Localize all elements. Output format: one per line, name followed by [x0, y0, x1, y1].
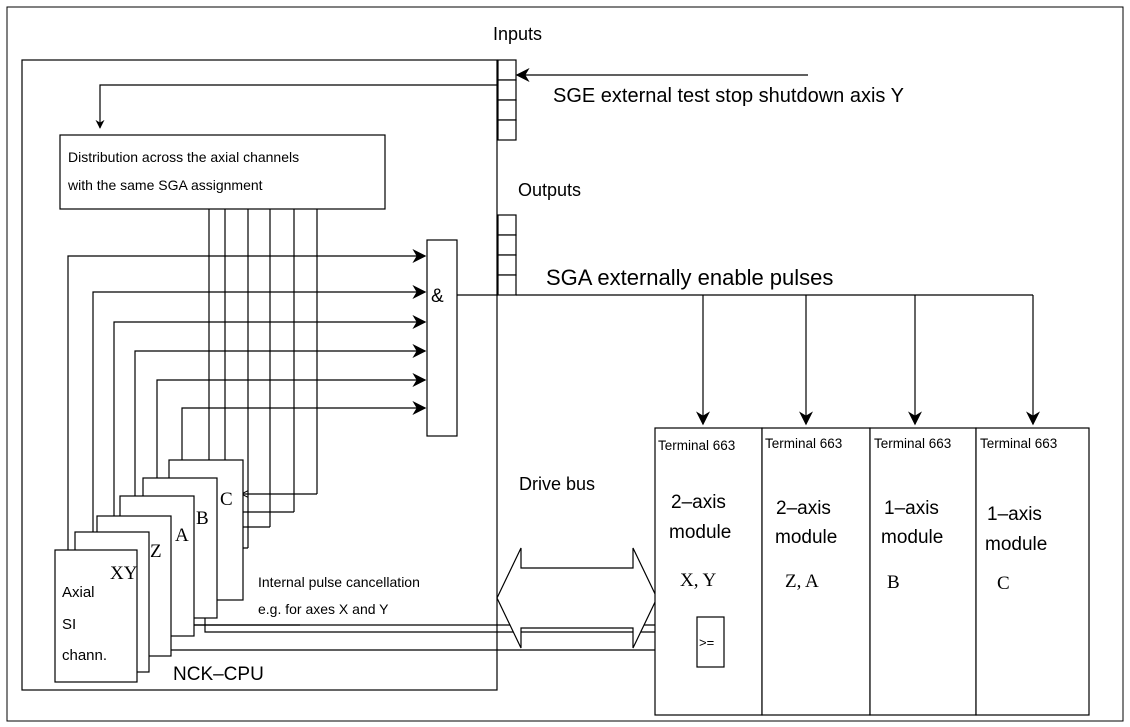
compare-label-front: >= — [699, 635, 714, 650]
drive-bus-arrow — [496, 547, 658, 649]
module-3-line1: 1–axis — [884, 498, 939, 519]
drive-bus-label: Drive bus — [519, 474, 595, 494]
module-3-line2: module — [881, 527, 943, 548]
sga-label: SGA externally enable pulses — [546, 265, 833, 290]
and-gate — [426, 239, 458, 437]
module-2-terminal: Terminal 663 — [765, 436, 842, 451]
input-port-stack — [497, 59, 517, 141]
module-4-line2: module — [985, 534, 1047, 555]
module-2-axes: Z, A — [785, 571, 819, 592]
axis-card-label-b: B — [196, 508, 209, 529]
module-4-axes: C — [997, 573, 1010, 594]
compare-box-front — [696, 616, 725, 668]
output-port-stack — [497, 214, 517, 296]
distribution-line1: Distribution across the axial channels — [68, 149, 299, 165]
distribution-box — [59, 134, 386, 210]
outer-frame — [6, 6, 1124, 722]
axial-label-line1: Axial — [62, 584, 95, 601]
module-box-4 — [975, 427, 1090, 716]
internal-line1: Internal pulse cancellation — [258, 574, 420, 590]
module-3-terminal: Terminal 663 — [874, 436, 951, 451]
nck-cpu-label: NCK–CPU — [173, 664, 264, 685]
module-1-terminal: Terminal 663 — [658, 438, 735, 453]
module-box-3 — [869, 427, 977, 716]
internal-line2: e.g. for axes X and Y — [258, 601, 389, 617]
module-box-2 — [761, 427, 871, 716]
axis-card-stack — [54, 459, 244, 683]
inputs-label: Inputs — [493, 24, 542, 44]
module-3-axes: B — [887, 572, 900, 593]
axis-card-label-c: C — [220, 489, 233, 510]
module-1-axes: X, Y — [680, 570, 717, 591]
module-2-line2: module — [775, 527, 837, 548]
distribution-line2: with the same SGA assignment — [67, 177, 263, 193]
axial-si-channel-box — [54, 549, 138, 683]
module-1-line2: module — [669, 522, 731, 543]
module-boxes — [654, 427, 1090, 716]
module-4-terminal: Terminal 663 — [980, 436, 1057, 451]
sge-label: SGE external test stop shutdown axis Y — [553, 85, 904, 107]
axial-label-line2: SI — [62, 616, 76, 633]
axial-label-line3: chann. — [62, 647, 107, 664]
axis-card-label-z: Z — [150, 541, 162, 562]
and-gate-label: & — [431, 286, 444, 307]
axis-card-label-xy: XY — [110, 563, 138, 584]
module-1-line1: 2–axis — [671, 492, 726, 513]
module-4-line1: 1–axis — [987, 504, 1042, 525]
module-2-line1: 2–axis — [776, 498, 831, 519]
axis-card-label-a: A — [175, 525, 189, 546]
and-gate-input-arrows — [67, 249, 427, 550]
module-drop-arrows — [696, 295, 1040, 426]
input-to-distribution-line — [95, 84, 498, 129]
outputs-label: Outputs — [518, 180, 581, 200]
